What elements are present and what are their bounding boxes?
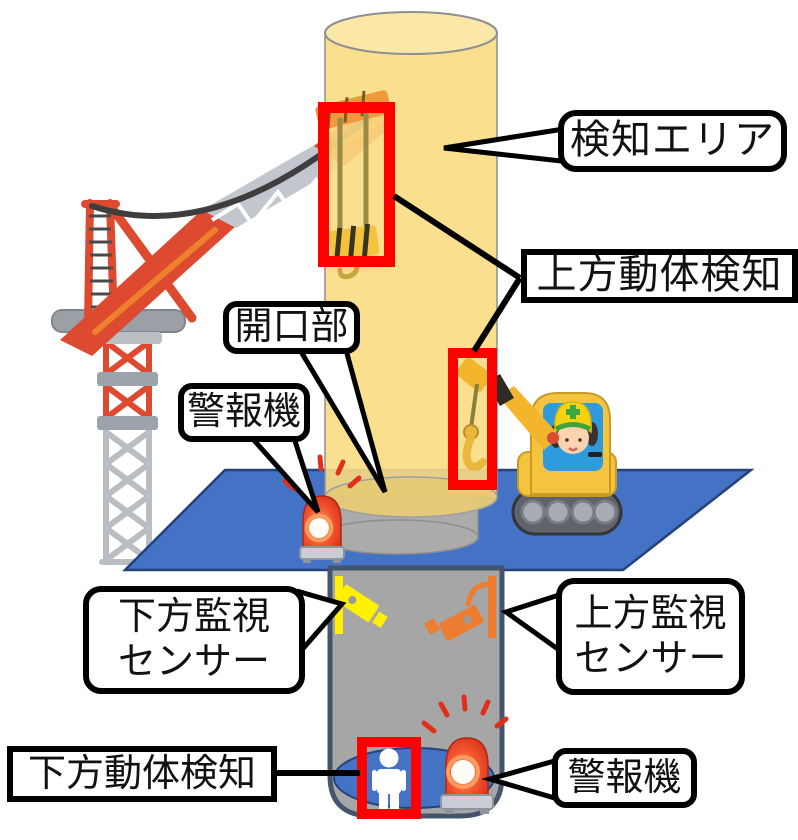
label-alarm-upper: 警報機	[178, 383, 310, 442]
crawler-crane-icon	[51, 104, 394, 565]
label-detection-area: 検知エリア	[558, 110, 787, 172]
label-down-sensor: 下方監視 センサー	[83, 586, 305, 694]
label-lower-motion-detection: 下方動体検知	[7, 746, 277, 802]
label-opening: 開口部	[223, 301, 360, 354]
opening-collar	[317, 497, 479, 555]
alarm-beacon-pit-icon	[421, 694, 509, 814]
person-icon	[372, 748, 406, 813]
mini-crane-excavator-icon	[511, 392, 623, 536]
label-alarm-lower: 警報機	[552, 748, 697, 808]
connector-lines	[268, 193, 523, 776]
label-up-sensor: 上方監視 センサー	[556, 578, 745, 695]
upper-hook-highlight	[318, 102, 395, 267]
label-text: 下方動体検知	[27, 752, 256, 795]
cctv-camera-up-icon	[424, 576, 496, 641]
label-text: 開口部	[234, 306, 349, 349]
person-highlight	[357, 737, 421, 819]
worker-icon	[550, 401, 598, 454]
label-text: 検知エリア	[570, 118, 775, 163]
label-text: 警報機	[186, 391, 301, 434]
label-text-line1: 下方監視	[117, 596, 270, 639]
label-upper-motion-detection: 上方動体検知	[521, 249, 798, 303]
label-text-line1: 上方監視	[574, 592, 727, 635]
excavator-hook-highlight	[448, 348, 497, 490]
label-text: 上方動体検知	[536, 253, 783, 298]
label-text: 警報機	[567, 756, 682, 799]
label-text-line2: センサー	[574, 637, 727, 680]
label-text-line2: センサー	[117, 641, 270, 683]
